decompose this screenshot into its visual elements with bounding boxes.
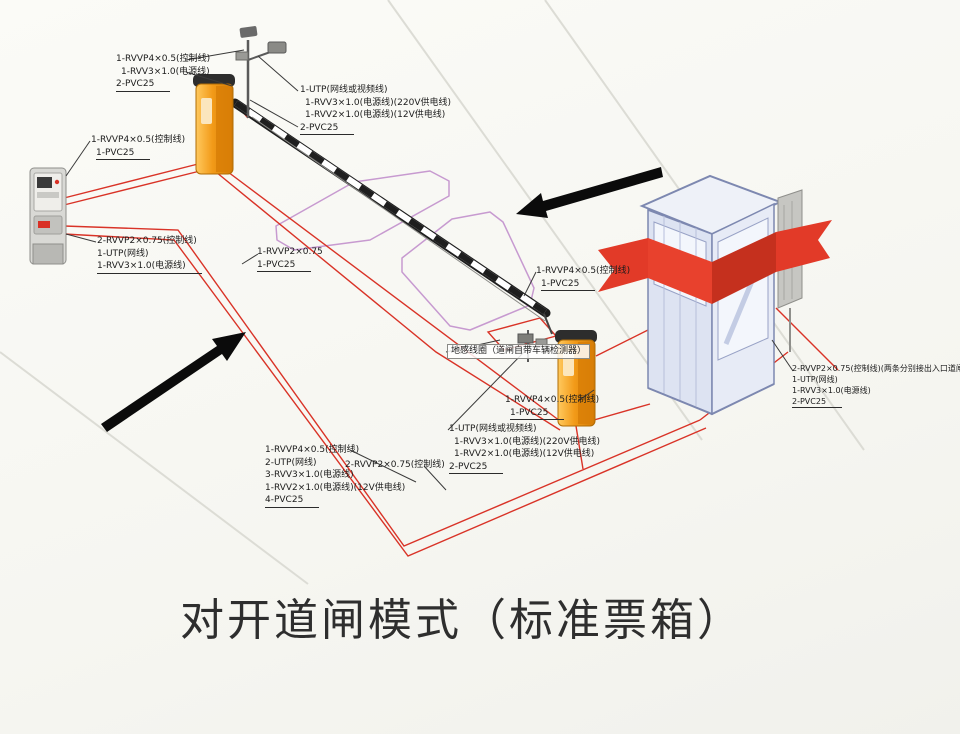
ground-loop-label: 地感线圈（道闸自带车辆检测器） xyxy=(447,344,591,359)
cable-label-group-camera: 1-UTP(网线或视频线) 1-RVV3×1.0(电源线)(220V供电线) 1… xyxy=(300,84,451,135)
red-ribbon xyxy=(598,220,832,304)
barrier-gate-entry xyxy=(193,74,553,335)
cable-label-group-gate2-cam: 1-UTP(网线或视频线) 1-RVV3×1.0(电源线)(220V供电线) 1… xyxy=(449,423,600,474)
cable-label-group-center: 1-RVVP2×0.75 1-PVC25 xyxy=(257,246,323,272)
ticket-machine xyxy=(29,167,67,265)
ground-loop-outline xyxy=(275,170,535,331)
diagram-title: 对开道闸模式（标准票箱） xyxy=(180,595,744,646)
cable-label-group-bottom-extra: 2-RVVP2×0.75(控制线) xyxy=(345,460,445,470)
cable-label-group-gate2-top: 1-RVVP4×0.5(控制线) 1-PVC25 xyxy=(536,265,630,291)
cable-label-group-ticket-top: 1-RVVP4×0.5(控制线) 1-PVC25 xyxy=(91,134,185,160)
cable-label-group-bottom: 1-RVVP4×0.5(控制线) 2-UTP(网线) 3-RVV3×1.0(电源… xyxy=(265,444,405,508)
barrier-gate-exit xyxy=(555,330,597,427)
direction-arrow-inbound xyxy=(516,167,663,218)
camera-pole xyxy=(235,26,287,118)
cable-label-group-gate2-side: 1-RVVP4×0.5(控制线) 1-PVC25 xyxy=(505,394,599,420)
direction-arrow-outbound xyxy=(101,332,246,432)
side-panel xyxy=(777,189,803,352)
cable-label-group-booth-right: 2-RVVP2×0.75(控制线)(两条分别接出入口道闸) 1-UTP(网线) … xyxy=(792,364,960,408)
label-leaders xyxy=(65,49,794,491)
cable-label-group-ticket-mid: 2-RVVP2×0.75(控制线) 1-UTP(网线) 1-RVV3×1.0(电… xyxy=(97,235,202,274)
cable-label-group-pole: 1-RVVP4×0.5(控制线) 1-RVV3×1.0(电源线) 2-PVC25 xyxy=(116,53,210,92)
